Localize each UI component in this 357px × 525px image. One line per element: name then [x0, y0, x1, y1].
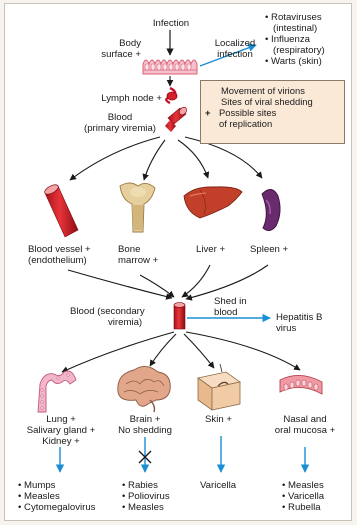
- blood-vessel-label: Blood vessel + (endothelium): [28, 244, 91, 266]
- blood-vessel-organ-icon: [43, 183, 78, 237]
- nasal-examples: • Measles • Varicella • Rubella: [282, 480, 324, 513]
- shed-in-blood-label: Shed in blood: [214, 296, 247, 318]
- skin-icon: [198, 364, 240, 410]
- secondary-spread-arrows: [62, 332, 300, 372]
- spleen-label: Spleen +: [250, 244, 288, 255]
- secondary-blood-vessel-icon: [174, 303, 185, 329]
- mucosa-icon: [280, 375, 322, 394]
- liver-label: Liver +: [196, 244, 225, 255]
- lung-examples: • Mumps • Measles • Cytomegalovirus: [18, 480, 95, 513]
- bone-icon: [120, 183, 155, 232]
- brain-icon: [118, 366, 170, 412]
- spleen-icon: [262, 189, 280, 230]
- blood-secondary-label: Blood (secondary viremia): [70, 306, 145, 328]
- lung-icon: [38, 371, 76, 412]
- brain-examples: • Rabies • Poliovirus • Measles: [122, 480, 170, 513]
- lymph-node-icon: [166, 88, 177, 103]
- legend-item-replication-cont: of replication: [219, 119, 272, 129]
- bone-marrow-label: Bone marrow +: [118, 244, 158, 266]
- legend-item-movement: Movement of virions: [221, 86, 305, 96]
- liver-icon: [184, 187, 242, 218]
- blood-primary-label: Blood (primary viremia): [70, 112, 170, 134]
- localized-infection-label: Localized infection: [208, 38, 262, 60]
- lymph-node-label: Lymph node +: [80, 93, 162, 104]
- body-surface-label: Body surface +: [86, 38, 141, 60]
- legend-box: Movement of virions Sites of viral shedd…: [200, 80, 345, 144]
- skin-examples: Varicella: [200, 480, 236, 491]
- legend-item-replication: +Possible sites: [205, 108, 276, 118]
- hepatitis-b-label: Hepatitis B virus: [276, 312, 322, 334]
- converging-arrows: [68, 265, 268, 299]
- lung-label: Lung + Salivary gland + Kidney +: [18, 414, 104, 447]
- nasal-mucosa-label: Nasal and oral mucosa +: [262, 414, 348, 436]
- skin-label: Skin +: [205, 414, 232, 425]
- legend-item-shedding: Sites of viral shedding: [221, 97, 313, 107]
- localized-examples: • Rotaviruses (intestinal) • Influenza (…: [265, 12, 325, 67]
- brain-label: Brain + No shedding: [108, 414, 182, 436]
- intestinal-villi-icon: [143, 60, 197, 74]
- infection-label: Infection: [145, 18, 197, 29]
